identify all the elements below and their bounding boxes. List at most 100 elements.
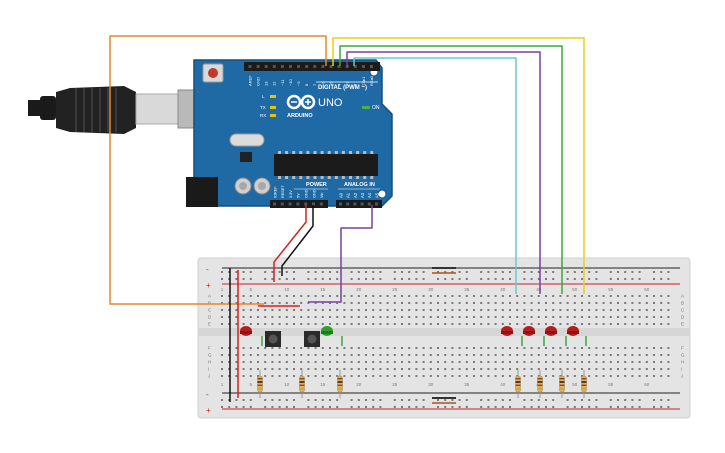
wire-purple-lower <box>308 205 373 303</box>
row-letter-left: H <box>208 360 211 365</box>
column-number: 50 <box>572 382 578 387</box>
on-label: ON <box>372 105 380 111</box>
tx-led-icon <box>270 106 276 109</box>
led-green <box>321 326 333 336</box>
analog-pin-label: A2 <box>353 192 358 198</box>
rx-led-icon <box>270 114 276 117</box>
row-letter-left: B <box>208 301 211 306</box>
digital-pin-label: ~6 <box>320 81 325 86</box>
reset-button-cap <box>208 68 218 78</box>
led-red-left <box>240 326 252 336</box>
column-number: 55 <box>608 287 614 292</box>
crystal-oscillator <box>229 133 265 147</box>
power-pin-label: GND <box>305 189 309 198</box>
wire-black-gnd <box>281 205 314 276</box>
row-letter-right: H <box>681 360 684 365</box>
digital-pin-label: TX▸1 <box>361 76 366 86</box>
power-pin-label: RESET <box>281 185 285 198</box>
wire-red-5v <box>273 205 307 282</box>
digital-pin-label: ~5 <box>328 81 333 86</box>
analog-pin-label: A0 <box>338 192 343 198</box>
column-number: 55 <box>608 382 614 387</box>
wire-cyan <box>353 57 517 294</box>
power-label: POWER <box>306 182 327 188</box>
digital-pin-label: AREF <box>247 75 252 86</box>
digital-pin-label: 12 <box>272 81 277 86</box>
row-letter-right: B <box>681 301 684 306</box>
column-number: 20 <box>356 382 362 387</box>
resistor-7 <box>581 370 587 398</box>
row-letter-left: J <box>208 374 210 379</box>
analog-label: ANALOG IN <box>344 182 375 188</box>
power-pin-label: Vin <box>320 193 324 198</box>
row-letter-left: D <box>208 315 212 320</box>
l-led-icon <box>270 95 276 98</box>
wires <box>109 35 587 404</box>
wire-purple-upper <box>346 51 541 294</box>
digital-pin-label: 4 <box>337 83 342 86</box>
column-number: 60 <box>644 287 650 292</box>
digital-pin-label: ~10 <box>288 78 293 86</box>
wire-orange <box>109 35 327 305</box>
column-number: 40 <box>500 382 506 387</box>
power-pin-label: GND <box>312 189 316 198</box>
row-letter-left: E <box>208 322 211 327</box>
column-number: 10 <box>284 382 290 387</box>
column-number: 25 <box>392 287 398 292</box>
column-number: 15 <box>320 287 326 292</box>
push-button-right[interactable] <box>304 331 320 347</box>
digital-pin-label: RX◂0 <box>369 75 374 86</box>
model-label: UNO <box>318 97 343 109</box>
row-letter-right: I <box>681 367 682 372</box>
push-button-left[interactable] <box>265 331 281 347</box>
row-letter-left: F <box>208 346 211 351</box>
arduino-logo-icon <box>286 94 316 110</box>
row-letter-right: E <box>681 322 684 327</box>
power-pin-label: IOREF <box>273 186 277 198</box>
led-red-1 <box>501 326 513 336</box>
analog-pin-label: A5 <box>374 192 379 198</box>
column-number: 15 <box>320 382 326 387</box>
digital-pin-label: 7 <box>312 83 317 86</box>
rail-plus-label-bottom: + <box>206 406 211 415</box>
digital-pin-label: 2 <box>353 83 358 86</box>
row-letter-right: D <box>681 315 685 320</box>
row-letter-right: J <box>681 374 683 379</box>
column-number: 20 <box>356 287 362 292</box>
column-number: 5 <box>250 287 253 292</box>
l-led-label: L <box>262 94 265 99</box>
digital-pin-label: ~3 <box>345 81 350 86</box>
rail-minus-label-top: - <box>206 265 209 274</box>
power-pin-label: 3.3V <box>289 190 293 198</box>
row-letter-left: C <box>208 308 212 313</box>
wire-yellow <box>332 37 585 294</box>
digital-pin-label: 13 <box>264 81 269 86</box>
led-red-4 <box>567 326 579 336</box>
column-number: 60 <box>644 382 650 387</box>
usb-chip <box>240 152 252 162</box>
rx-led-label: RX <box>260 113 266 118</box>
row-letter-right: G <box>681 353 685 358</box>
microcontroller-chip <box>274 154 378 176</box>
digital-header <box>244 62 380 71</box>
resistor-2 <box>299 370 305 398</box>
led-red-3 <box>545 326 557 336</box>
rail-minus-label-bottom: - <box>206 390 209 399</box>
column-number: 25 <box>392 382 398 387</box>
digital-pin-label: GND <box>256 77 261 86</box>
digital-label: DIGITAL (PWM ~) <box>318 85 367 91</box>
power-jack <box>186 177 218 207</box>
digital-pin-label: ~9 <box>296 81 301 86</box>
column-number: 30 <box>428 382 434 387</box>
breadboard-holes <box>221 271 670 408</box>
row-letter-left: I <box>208 367 209 372</box>
column-number: 35 <box>464 287 470 292</box>
column-number: 40 <box>500 287 506 292</box>
column-number: 45 <box>536 287 542 292</box>
column-number: 5 <box>250 382 253 387</box>
brand-label: ARDUINO <box>287 113 313 119</box>
